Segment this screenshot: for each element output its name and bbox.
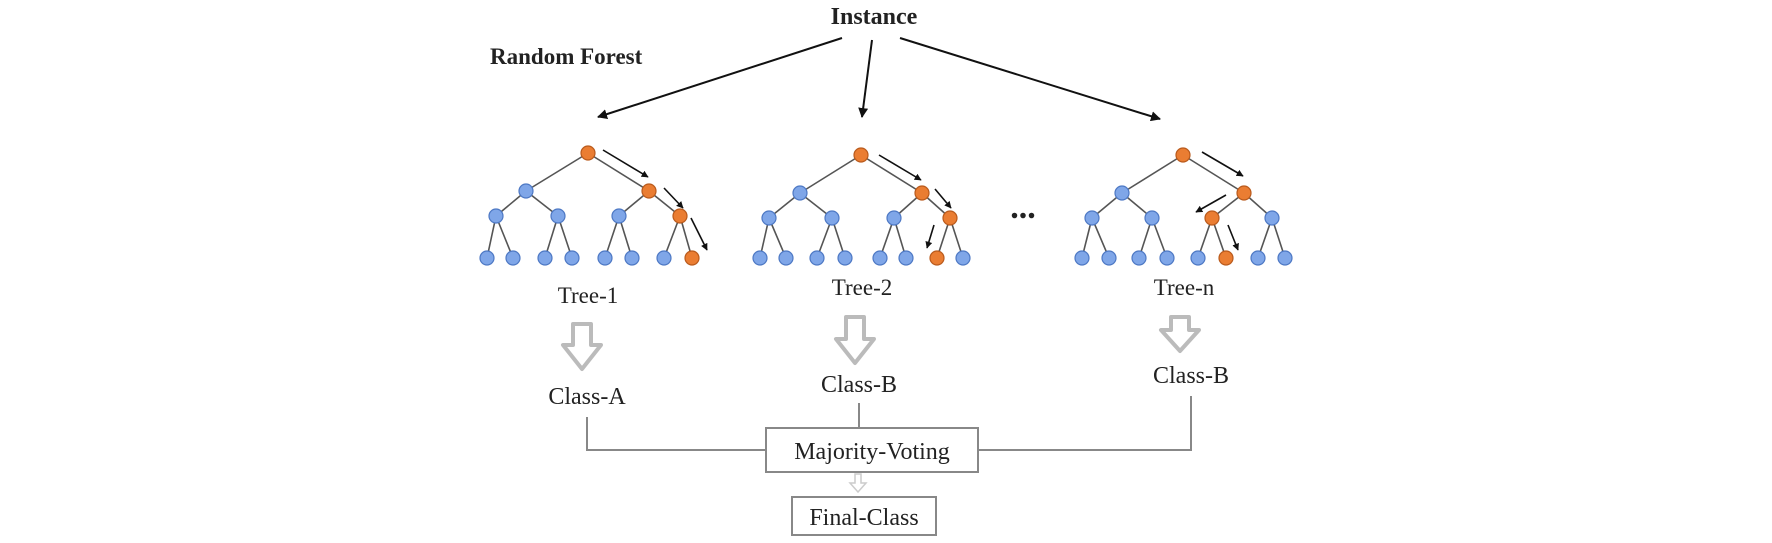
tree-1-node [505,250,521,266]
tree-n-node [1264,210,1280,226]
class-label-tree-n: Class-B [1153,363,1229,389]
tree-1-path-arrow [663,187,684,209]
tree-2-edge [799,154,862,194]
tree-2-node [809,250,825,266]
tree-2-node [837,250,853,266]
tree-1-node [537,250,553,266]
tree-1-graph [479,145,708,266]
tree-n-node [1101,250,1117,266]
tree-2-path-node [853,147,869,163]
instance-arrows [597,37,1161,122]
tree-1-edge [525,152,589,192]
tree-1-path-node [672,208,688,224]
tree-1-node [488,208,504,224]
tree-n-node [1084,210,1100,226]
tree-1-edge [587,152,650,192]
tree-n-path-node [1236,185,1252,201]
tree-n-node [1159,250,1175,266]
class-label-tree-2: Class-B [821,372,897,398]
title-random-forest: Random Forest [490,44,643,69]
tree-1-path-arrow [690,217,708,251]
tree-n-path-node [1204,210,1220,226]
tree-2-node [872,250,888,266]
tree-2-path-node [929,250,945,266]
tree-2-node [792,185,808,201]
majority-voting-label: Majority-Voting [794,439,950,465]
tree-n-path-arrow [1201,151,1244,177]
down-arrow-final [848,473,868,494]
ellipsis: ... [1010,189,1036,226]
tree-1-node [564,250,580,266]
tree-1-node [611,208,627,224]
instance-arrow-tree-1 [597,37,843,119]
tree-n-path-node [1175,147,1191,163]
majority-voting-box [765,427,979,473]
tree-n-label: Tree-n [1154,275,1215,300]
tree-n-edge [1121,154,1184,194]
tree-2-node [898,250,914,266]
tree-2-path-arrow [925,224,935,249]
voting-connectors [586,396,1192,451]
tree-1-node [518,183,534,199]
connector-tree-n [978,396,1192,451]
down-arrow-tree-n [1159,315,1201,353]
class-label-tree-1: Class-A [548,384,626,410]
tree-2-node [824,210,840,226]
down-arrow-tree-1 [561,322,603,371]
tree-n-edge [1182,154,1245,194]
tree-n-node [1190,250,1206,266]
tree-n-path-arrow [1195,194,1227,213]
tree-1-node [656,250,672,266]
down-arrow-tree-2 [834,315,876,365]
connector-tree-1 [586,417,766,451]
tree-n-node [1074,250,1090,266]
tree-2-path-arrow [878,154,922,181]
tree-1-node [550,208,566,224]
tree-1-path-node [684,250,700,266]
tree-2-path-arrow [934,188,952,209]
tree-2-node [955,250,971,266]
tree-2-node [761,210,777,226]
tree-1-path-arrow [602,149,649,178]
tree-1-node [479,250,495,266]
tree-2-graph [752,147,971,266]
tree-n-node [1144,210,1160,226]
tree-n-graph [1074,147,1293,266]
tree-2-path-node [914,185,930,201]
tree-1-path-node [641,183,657,199]
tree-2-node [778,250,794,266]
tree-1-node [624,250,640,266]
tree-1-path-node [580,145,596,161]
tree-2-label: Tree-2 [832,275,892,300]
tree-2-node [752,250,768,266]
instance-label: Instance [831,4,918,30]
tree-n-node [1114,185,1130,201]
hollow-down-arrows [561,315,1201,371]
tree-n-node [1277,250,1293,266]
tree-1-node [597,250,613,266]
tree-2-edge [860,154,923,194]
tree-2-node [886,210,902,226]
final-class-label: Final-Class [809,505,918,531]
instance-arrow-tree-n [899,37,1161,122]
instance-arrow-tree-2 [858,39,873,118]
tree-2-path-node [942,210,958,226]
tree-n-path-node [1218,250,1234,266]
final-class-box [791,496,937,536]
tree-n-node [1131,250,1147,266]
tree-n-path-arrow [1227,224,1239,251]
tree-1-label: Tree-1 [558,283,618,308]
tree-n-node [1250,250,1266,266]
